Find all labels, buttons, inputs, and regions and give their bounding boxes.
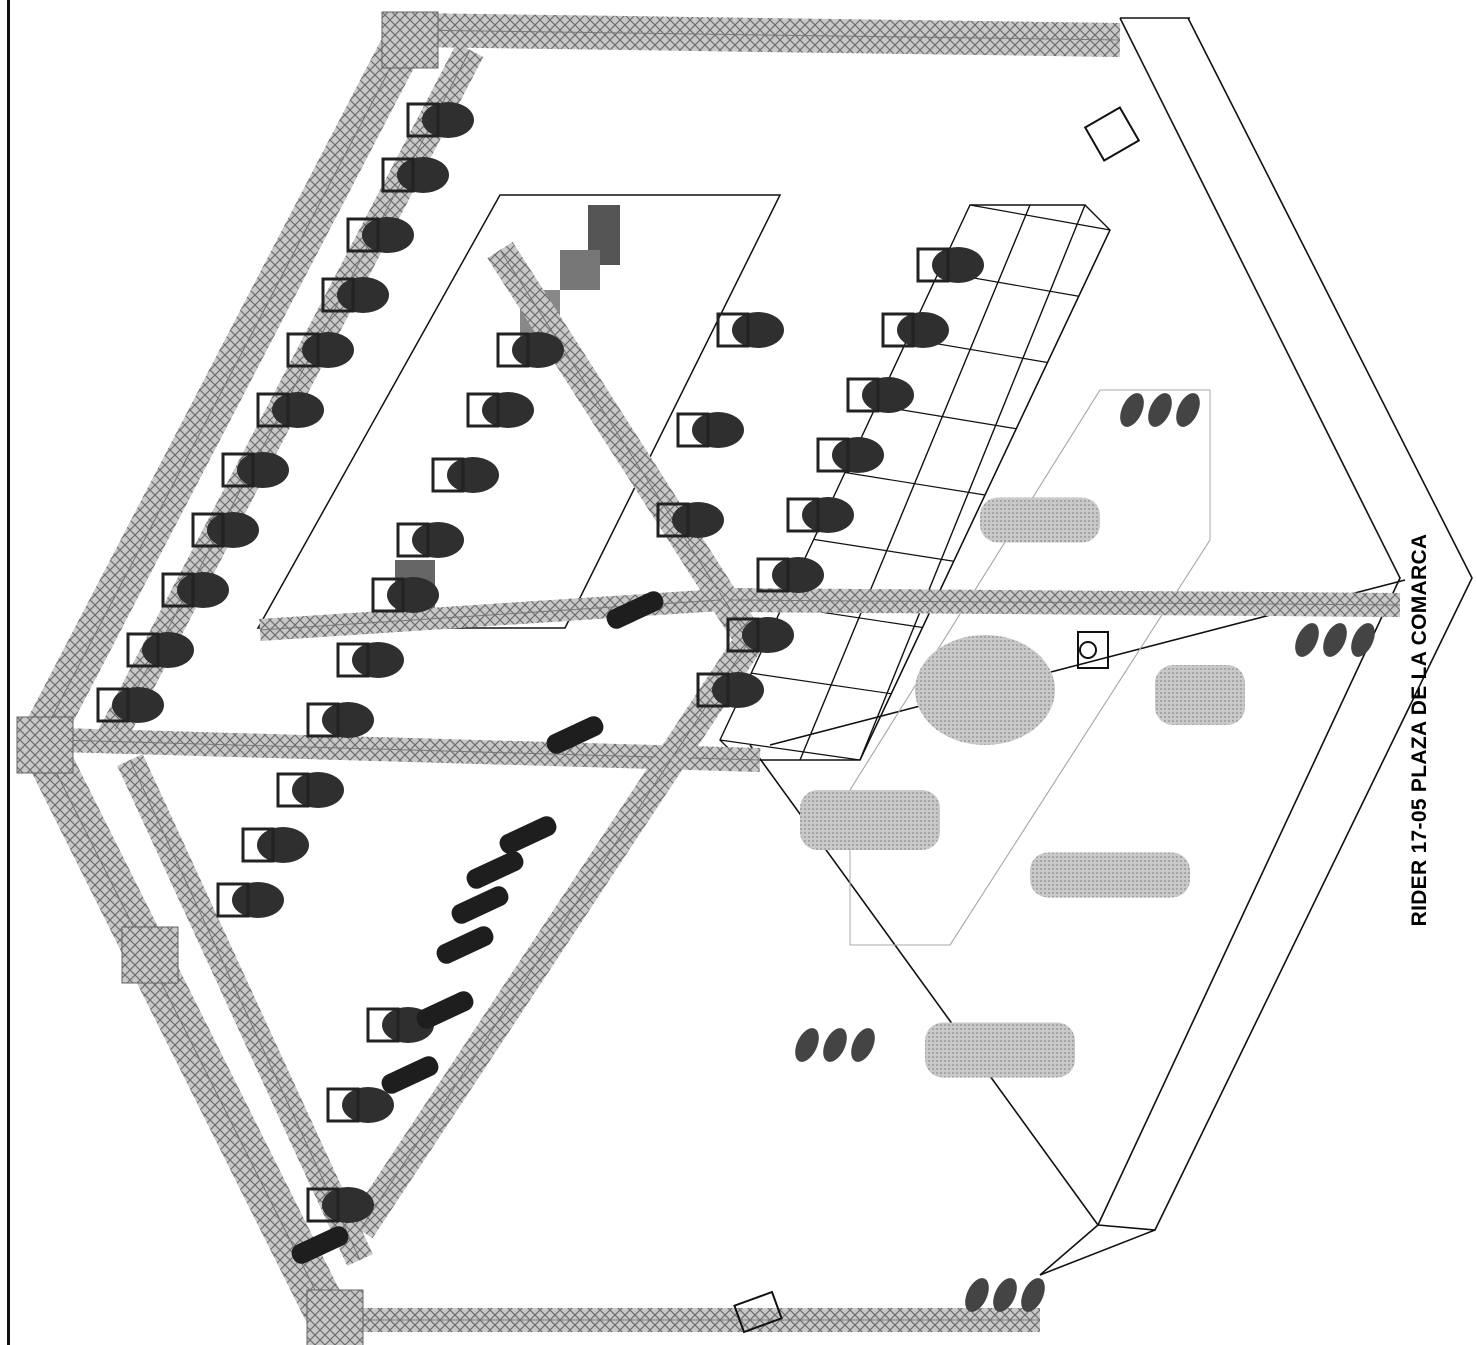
riser-rung [844,471,986,496]
drum-kit [915,635,1055,745]
moving-head-fixture [881,312,949,348]
truss-beam-edge [39,29,411,741]
performer-figure [980,497,1100,543]
blinder-group [795,393,1375,1312]
truss-corner-block [121,926,179,984]
blinder-fixture [965,1278,989,1312]
riser-rung [719,739,861,761]
moving-head-fixture [656,502,724,538]
moving-head-fixture [696,672,764,708]
moving-head-fixture [241,827,309,863]
followspot-fixture [733,106,1141,1334]
par-can-fixture [436,926,494,964]
blinder-fixture [1295,623,1319,657]
par-can-group [291,591,664,1264]
truss-beam-edge [129,759,361,1261]
truss-corner-block [16,716,74,774]
par-can-fixture [291,1226,349,1264]
moving-head-fixture [326,1087,394,1123]
title-block: RIDER 17-05 PLAZA DE LA COMARCA [1395,520,1445,940]
moving-head-fixture [336,642,404,678]
blinder-fixture [851,1028,875,1062]
moving-head-fixture [406,102,474,138]
moving-head-fixture [191,512,259,548]
par-can-fixture [451,886,509,924]
moving-head-fixture [306,702,374,738]
moving-head-fixture [396,522,464,558]
blinder-fixture [1323,623,1347,657]
moving-head-fixture [126,632,194,668]
riser-rung [969,204,1111,231]
performer-group [800,497,1245,1078]
video-screen [256,194,782,629]
truss-beam-edge [499,249,751,641]
left-border-rule [7,0,10,1345]
moving-head-fixture [786,497,854,533]
par-can-fixture [466,851,524,889]
moving-head-fixture [466,392,534,428]
moving-head-fixture [256,392,324,428]
truss-beam-edge [729,599,1401,606]
performer-figure [925,1022,1075,1078]
blinder-fixture [795,1028,819,1062]
blinder-fixture [1351,623,1375,657]
drawing-title: RIDER 17-05 PLAZA DE LA COMARCA [1408,533,1431,927]
moving-head-fixture [816,437,884,473]
par-can-fixture [606,591,664,629]
moving-head-fixture [716,312,784,348]
blinder-fixture [1021,1278,1045,1312]
moving-head-fixture [276,772,344,808]
blinder-fixture [993,1278,1017,1312]
riser-rung [813,538,954,562]
truss-corner-block [381,11,439,69]
par-can-fixture [416,991,474,1029]
par-can-fixture [381,1056,439,1094]
truss-beam-edge [409,29,1121,41]
moving-head-fixture [756,557,824,593]
truss-corner-block [306,1289,364,1345]
blinder-fixture [1176,393,1200,427]
moving-head-fixture [96,687,164,723]
moving-head-fixture [726,617,794,653]
truss-beam-edge [39,739,331,1321]
par-can-fixture [546,716,604,754]
blinder-fixture [1148,393,1172,427]
moving-head-group [96,102,984,1223]
moving-head-fixture [216,882,284,918]
moving-head-fixture [346,217,414,253]
moving-head-fixture [371,577,439,613]
moving-head-fixture [221,452,289,488]
moving-head-fixture [306,1187,374,1223]
truss-beam-edge [59,739,761,761]
moving-head-fixture [321,277,389,313]
moving-head-fixture [286,332,354,368]
moving-head-fixture [381,157,449,193]
performer-figure [800,790,940,850]
performer-figure [1155,665,1245,725]
moving-head-fixture [161,572,229,608]
blinder-fixture [1120,393,1144,427]
performer-figure [1030,852,1190,898]
moving-head-fixture [916,247,984,283]
moving-head-fixture [496,332,564,368]
truss-beam-edge [359,639,751,1231]
moving-head-fixture [431,457,499,493]
blinder-fixture [823,1028,847,1062]
moving-head-fixture [846,377,914,413]
moving-head-fixture [676,412,744,448]
riser-rung [751,672,892,695]
par-can-fixture [499,816,557,854]
